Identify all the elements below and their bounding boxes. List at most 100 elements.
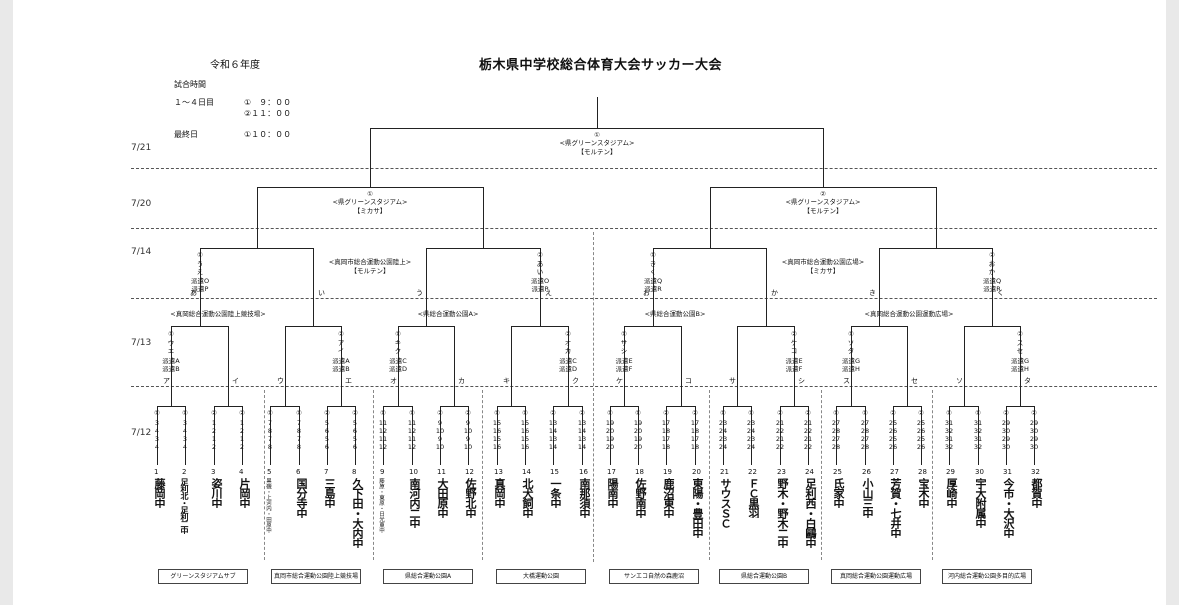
qf-bracket-line [653, 248, 766, 249]
team-number: 5 [267, 468, 272, 476]
team-name: 黒磯・上河内・田原中 [265, 478, 271, 533]
r16-bracket-line [313, 298, 314, 326]
r32-bracket-line [907, 386, 908, 406]
r16-match-num: ② [565, 330, 571, 338]
r32-match-refs: 21 22 21 22 [803, 419, 813, 451]
team-number: 32 [1031, 468, 1040, 476]
qf-match-team1: 派遣Q [643, 277, 663, 285]
r32-match-num: ① [494, 409, 500, 417]
qf-bracket-line [766, 248, 767, 298]
sf-bracket-line [710, 187, 711, 228]
qf-bracket-line [879, 248, 880, 298]
days-label: １〜４日目 [174, 98, 214, 107]
r32-match-num: ① [720, 409, 726, 417]
final-bracket-line [370, 128, 823, 129]
r16-bracket-line [794, 326, 795, 386]
r32-match-num: ② [777, 409, 783, 417]
r32-bracket-line [1034, 406, 1035, 465]
venue-box: 真岡市総合運動公園陸上競技場 [271, 569, 361, 584]
r16-bracket-line [228, 326, 229, 386]
qf-match-kana: お か [988, 260, 996, 276]
r32-bracket-line [327, 406, 355, 407]
r32-match-refs: 7 8 7 8 [296, 419, 302, 451]
bracket-sheet: 令和６年度 栃木県中学校総合体育大会サッカー大会 試合時間 １〜４日目 ① ９：… [13, 0, 1166, 605]
r32-match-refs: 31 32 31 32 [973, 419, 983, 451]
r32-match-num: ② [324, 409, 330, 417]
qf-venue: <真岡市総合運動公園陸上> [328, 258, 412, 266]
r16-bracket-line [624, 326, 681, 327]
r16-match-kana: ケ コ [790, 339, 798, 355]
r32-match-num: ① [409, 409, 415, 417]
r32-match-refs: 19 20 19 20 [605, 419, 615, 451]
r16-match-kana: ウ エ [167, 339, 175, 355]
sf-venue: <県グリーンスタジアム> [785, 198, 861, 206]
r32-bracket-line [836, 406, 865, 407]
qf-slot-kana: く [997, 289, 1004, 297]
date-label: 7/14 [131, 247, 152, 257]
r32-bracket-line [327, 406, 328, 465]
qf-venue: <真岡市総合運動公園広場> [781, 258, 865, 266]
r32-bracket-line [949, 406, 950, 465]
r32-bracket-line [270, 406, 271, 465]
r32-bracket-line [780, 406, 781, 465]
r16-bracket-line [426, 298, 427, 326]
qf-match-team1: 派遣Q [982, 277, 1002, 285]
r32-match-num: ① [154, 409, 160, 417]
r16-slot-kana: エ [345, 377, 352, 385]
r32-bracket-line [695, 406, 696, 465]
qf-match-team1: 派遣O [530, 277, 550, 285]
r16-bracket-line [171, 326, 172, 386]
sf-bracket-line [710, 187, 936, 188]
r16-bracket-line [992, 298, 993, 326]
r16-bracket-line [511, 326, 568, 327]
qf-slot-kana: え [545, 289, 552, 297]
venue-box: 真岡総合運動公園運動広場 [831, 569, 921, 584]
sf-bracket-line [257, 187, 483, 188]
team-name: 一条中 [549, 478, 562, 508]
r32-match-num: ② [352, 409, 358, 417]
team-number: 18 [635, 468, 644, 476]
r32-match-num: ② [692, 409, 698, 417]
r32-bracket-line [1006, 406, 1034, 407]
r32-bracket-line [355, 406, 356, 465]
r16-slot-kana: シ [798, 377, 805, 385]
r32-match-refs: 17 18 17 18 [690, 419, 700, 451]
team-number: 11 [437, 468, 446, 476]
r16-bracket-line [851, 326, 907, 327]
r32-bracket-line [737, 386, 738, 406]
r16-match-num: ① [395, 330, 401, 338]
team-number: 15 [550, 468, 559, 476]
r32-bracket-line [893, 406, 894, 465]
qf-match-team2: 派遣R [983, 285, 1001, 293]
r32-match-num: ① [267, 409, 273, 417]
r32-bracket-line [341, 386, 342, 406]
r16-bracket-line [398, 326, 399, 386]
r32-bracket-line [440, 406, 441, 465]
venue-box: 県総合運動公園A [383, 569, 473, 584]
qf-bracket-line [200, 248, 313, 249]
r32-match-refs: 7 8 7 8 [267, 419, 273, 451]
team-number: 9 [380, 468, 385, 476]
r16-bracket-line [171, 326, 228, 327]
r32-bracket-line [157, 406, 185, 407]
r32-match-num: ② [211, 409, 217, 417]
qf-bracket-line [710, 228, 711, 248]
r32-match-refs: 27 28 27 28 [831, 419, 841, 451]
team-number: 8 [352, 468, 357, 476]
r32-bracket-line [964, 386, 965, 406]
r32-bracket-line [171, 386, 172, 406]
sf-venue: <県グリーンスタジアム> [332, 198, 408, 206]
r16-bracket-line [879, 298, 880, 326]
final-bracket-line [597, 97, 598, 128]
r16-match-kana: サ シ [620, 339, 628, 355]
team-number: 28 [918, 468, 927, 476]
r16-bracket-line [737, 326, 738, 386]
qf-bracket-line [879, 248, 992, 249]
team-name: 佐野北中 [464, 478, 477, 518]
qf-bracket-line [200, 248, 201, 298]
r32-bracket-line [893, 406, 921, 407]
team-number: 23 [777, 468, 786, 476]
r16-bracket-line [285, 326, 341, 327]
qf-slot-kana: う [416, 289, 423, 297]
r32-match-num: ① [748, 409, 754, 417]
